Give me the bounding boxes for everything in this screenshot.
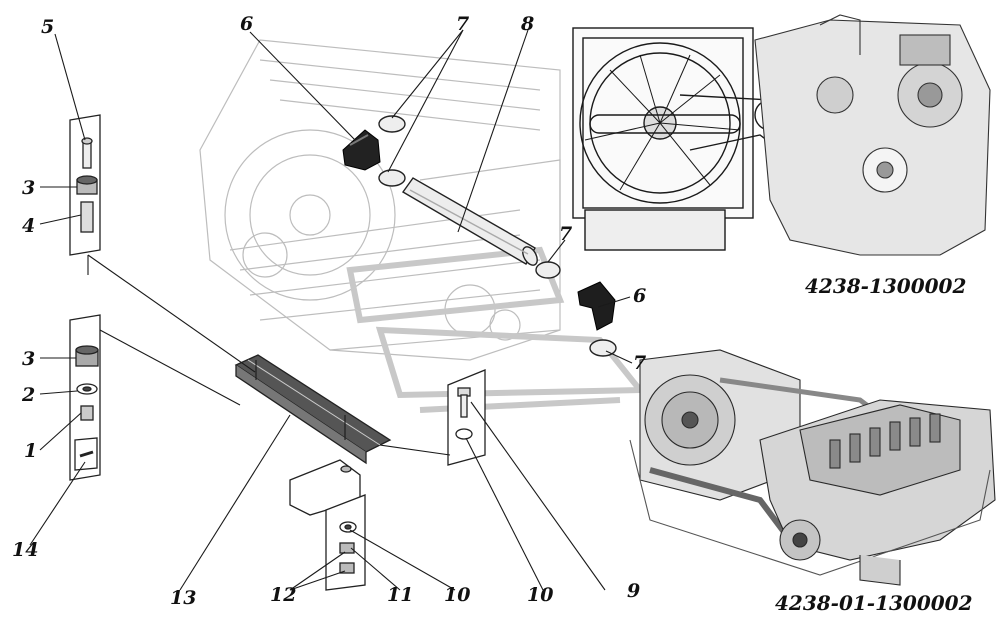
callout-1: 1 xyxy=(24,440,37,462)
callout-6-lower: 6 xyxy=(633,285,646,307)
callout-labels: 5 3 4 3 2 1 14 6 7 8 7 6 7 13 12 11 10 1… xyxy=(12,13,646,609)
leader-lines xyxy=(29,29,633,591)
assembly-code-bottom: 4238-01-1300002 xyxy=(775,591,973,615)
callout-2: 2 xyxy=(21,384,35,406)
callout-13: 13 xyxy=(170,587,196,609)
part-bolt-washer-right xyxy=(447,369,486,466)
part-clamp-7-lower xyxy=(589,339,617,357)
assembly-code-top: 4238-1300002 xyxy=(805,274,966,298)
part-pipe-8 xyxy=(401,177,538,266)
callout-7-middle: 7 xyxy=(559,223,572,245)
callout-12: 12 xyxy=(270,584,296,606)
background-engine-ghost xyxy=(199,39,561,361)
radiator-fan-assembly xyxy=(572,27,908,251)
callout-14: 14 xyxy=(12,539,38,561)
callout-11: 11 xyxy=(387,584,413,606)
callout-5: 5 xyxy=(41,16,54,38)
engine-assembly-bottom xyxy=(629,349,996,586)
callout-10-right: 10 xyxy=(527,584,553,606)
callout-9: 9 xyxy=(627,580,640,602)
callout-3-lower: 3 xyxy=(22,348,35,370)
part-hose-6-upper xyxy=(342,129,381,171)
part-hose-6-lower xyxy=(577,281,616,331)
callout-8: 8 xyxy=(520,13,534,35)
part-stack-upper-left xyxy=(69,114,101,256)
engine-block-top xyxy=(754,14,991,256)
callout-4: 4 xyxy=(22,215,35,237)
callout-3-upper: 3 xyxy=(22,177,35,199)
callout-10-bracket: 10 xyxy=(444,584,470,606)
callout-7-upper: 7 xyxy=(456,13,469,35)
part-plate-13 xyxy=(234,354,392,465)
part-clamp-7-middle xyxy=(535,261,561,279)
callout-7-lower: 7 xyxy=(633,352,646,374)
callout-6-upper: 6 xyxy=(240,13,253,35)
part-bracket-bottom xyxy=(289,459,366,591)
part-stack-lower-left xyxy=(69,314,101,481)
part-clamp-7-upper xyxy=(378,115,406,187)
